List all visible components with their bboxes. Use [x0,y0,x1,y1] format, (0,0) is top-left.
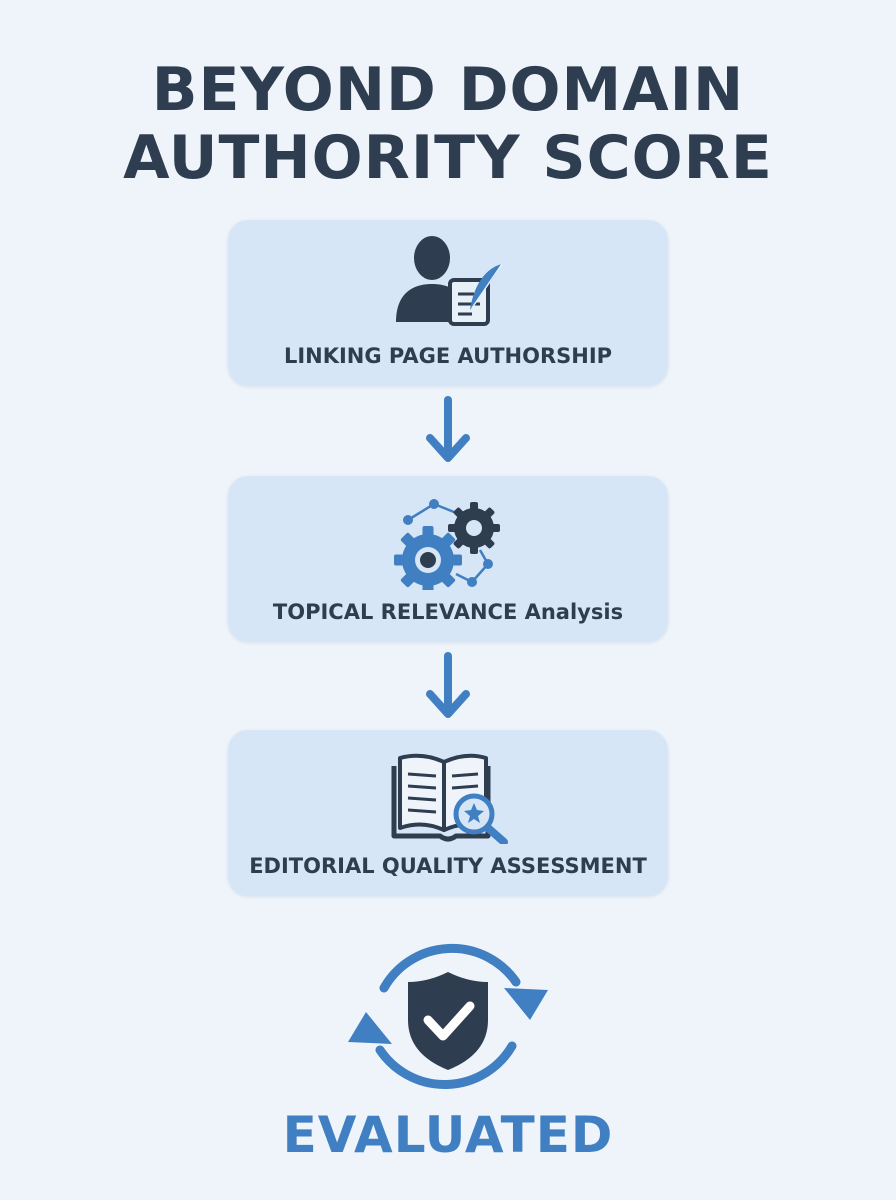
step-label-editorial: EDITORIAL QUALITY ASSESSMENT [249,854,647,878]
book-magnifier-icon [391,753,508,844]
shield-check-cycle-icon [348,943,548,1089]
step-card-authorship: LINKING PAGE AUTHORSHIP [228,220,668,386]
result-label: EVALUATED [282,1106,614,1164]
title-line-1: BEYOND DOMAIN [151,55,745,125]
step-card-relevance: TOPICAL RELEVANCE Analysis [228,476,668,642]
author-document-icon [396,236,503,326]
arrow-down-icon [426,652,470,718]
step-label-authorship: LINKING PAGE AUTHORSHIP [283,344,613,368]
step-label-relevance: TOPICAL RELEVANCE Analysis [272,600,624,624]
arrow-down-icon [426,396,470,462]
gears-network-icon [394,499,500,590]
step-card-editorial: EDITORIAL QUALITY ASSESSMENT [228,730,668,896]
title-line-2: AUTHORITY SCORE [123,123,773,193]
